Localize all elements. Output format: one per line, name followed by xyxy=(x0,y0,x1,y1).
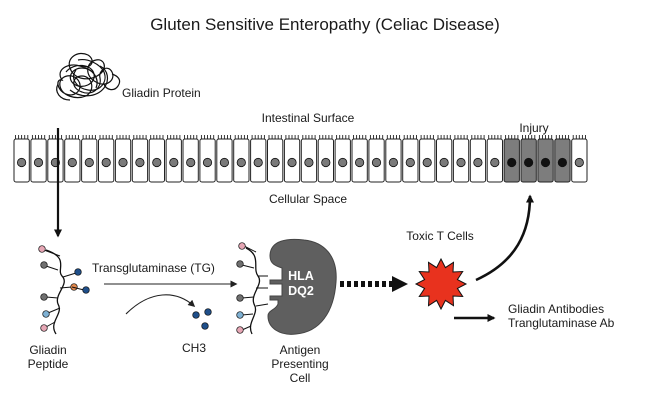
epithelial-cell xyxy=(368,135,385,183)
ch3-curve-arrow xyxy=(125,294,196,315)
antigen-presenting-cell: HLA DQ2 xyxy=(267,238,337,335)
epithelial-cell xyxy=(300,135,318,183)
epithelial-cell xyxy=(469,135,487,183)
epithelial-cell xyxy=(571,135,588,183)
injured-cell xyxy=(537,135,554,183)
epithelial-cell-row xyxy=(13,135,588,183)
epithelial-cell xyxy=(98,135,115,183)
epithelial-cell xyxy=(233,135,250,183)
ch3-dots xyxy=(192,308,212,330)
tcell-to-injury-arrow xyxy=(475,194,534,282)
epithelial-cell xyxy=(351,135,368,183)
epithelial-cell xyxy=(436,135,453,183)
epithelial-cell xyxy=(30,135,47,183)
apc-label-3: Cell xyxy=(290,371,311,385)
epithelial-cell xyxy=(250,135,267,183)
epithelial-cell xyxy=(13,135,30,183)
apc-label-1: Antigen xyxy=(280,343,321,357)
epithelial-cell xyxy=(334,135,351,183)
epithelial-cell xyxy=(402,135,419,183)
injured-cell xyxy=(503,135,520,183)
epithelial-cell xyxy=(131,135,149,183)
epithelial-cell xyxy=(283,135,301,183)
cellular-space-label: Cellular Space xyxy=(269,192,347,206)
gliadin-peptide-label-1: Gliadin xyxy=(29,343,66,357)
epithelial-cell xyxy=(47,135,64,183)
epithelial-cell xyxy=(114,135,132,183)
hla-label-2: DQ2 xyxy=(288,284,314,298)
epithelial-cell xyxy=(199,135,216,183)
apc-label-2: Presenting xyxy=(271,357,328,371)
epithelial-cell xyxy=(165,135,182,183)
epithelial-cell xyxy=(419,135,436,183)
epithelial-cell xyxy=(182,135,199,183)
epithelial-cell xyxy=(385,135,402,183)
injured-cell xyxy=(520,135,537,183)
ch3-label: CH3 xyxy=(182,341,206,355)
antibodies-label-1: Gliadin Antibodies xyxy=(508,302,604,316)
antibodies-label-2: Tranglutaminase Ab xyxy=(508,316,615,330)
page-title: Gluten Sensitive Enteropathy (Celiac Dis… xyxy=(150,15,500,34)
injured-cell xyxy=(554,135,571,183)
gliadin-peptide-label-2: Peptide xyxy=(28,357,69,371)
epithelial-cell xyxy=(452,135,470,183)
epithelial-cell xyxy=(81,135,98,183)
toxic-t-cell-icon xyxy=(414,257,468,311)
toxic-t-cells-label: Toxic T Cells xyxy=(406,229,474,243)
intestinal-surface-label: Intestinal Surface xyxy=(262,111,355,125)
epithelial-cell xyxy=(267,135,284,183)
epithelial-cell xyxy=(148,135,165,183)
gliadin-protein-label: Gliadin Protein xyxy=(122,86,201,100)
injury-label: Injury xyxy=(519,121,548,135)
apc-to-tcell-arrow xyxy=(340,276,408,292)
epithelial-cell xyxy=(216,135,233,183)
modified-gliadin-peptide xyxy=(236,242,269,335)
gliadin-protein-tangle xyxy=(56,52,121,101)
epithelial-cell xyxy=(317,135,335,183)
epithelial-cell xyxy=(64,135,81,183)
transglutaminase-label: Transglutaminase (TG) xyxy=(92,261,215,275)
epithelial-cell xyxy=(486,135,504,183)
hla-label-1: HLA xyxy=(288,269,314,283)
gliadin-peptide xyxy=(38,245,90,335)
